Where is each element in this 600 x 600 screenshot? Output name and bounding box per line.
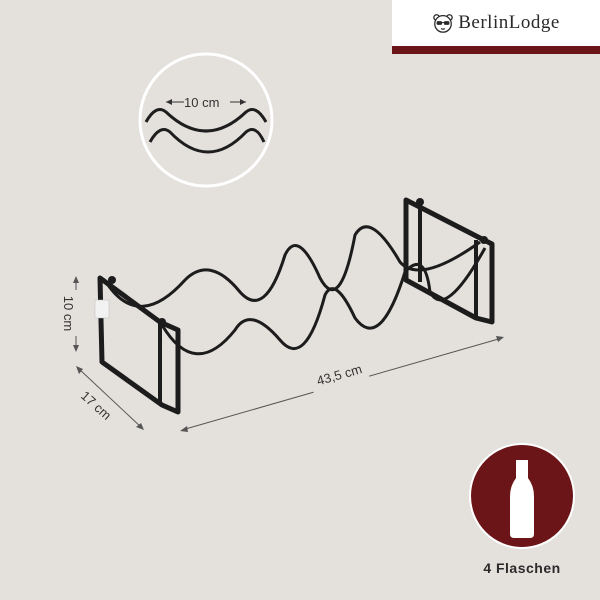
brand-header: BerlinLodge [392, 0, 600, 54]
rack-right-frame [403, 197, 495, 325]
rack-rear-wire [106, 225, 481, 308]
bottle-count-badge [469, 443, 575, 549]
wine-rack [94, 197, 495, 415]
detail-zoom-circle [138, 52, 274, 188]
depth-dimension-arrow [76, 366, 144, 430]
wine-bottle-icon [510, 460, 534, 538]
height-dimension-arrow [66, 276, 86, 352]
detail-spacing-label: 10 cm [184, 95, 220, 110]
bear-with-sunglasses-icon [433, 14, 454, 33]
brand-name: BerlinLodge [458, 12, 560, 33]
detail-wire-lower [148, 128, 266, 154]
width-dimension-arrow [180, 336, 504, 432]
height-label: 10 cm [61, 295, 77, 332]
bottle-count-label: 4 Flaschen [483, 560, 561, 576]
rack-front-wire [160, 247, 487, 356]
detail-wire-upper [144, 108, 268, 133]
